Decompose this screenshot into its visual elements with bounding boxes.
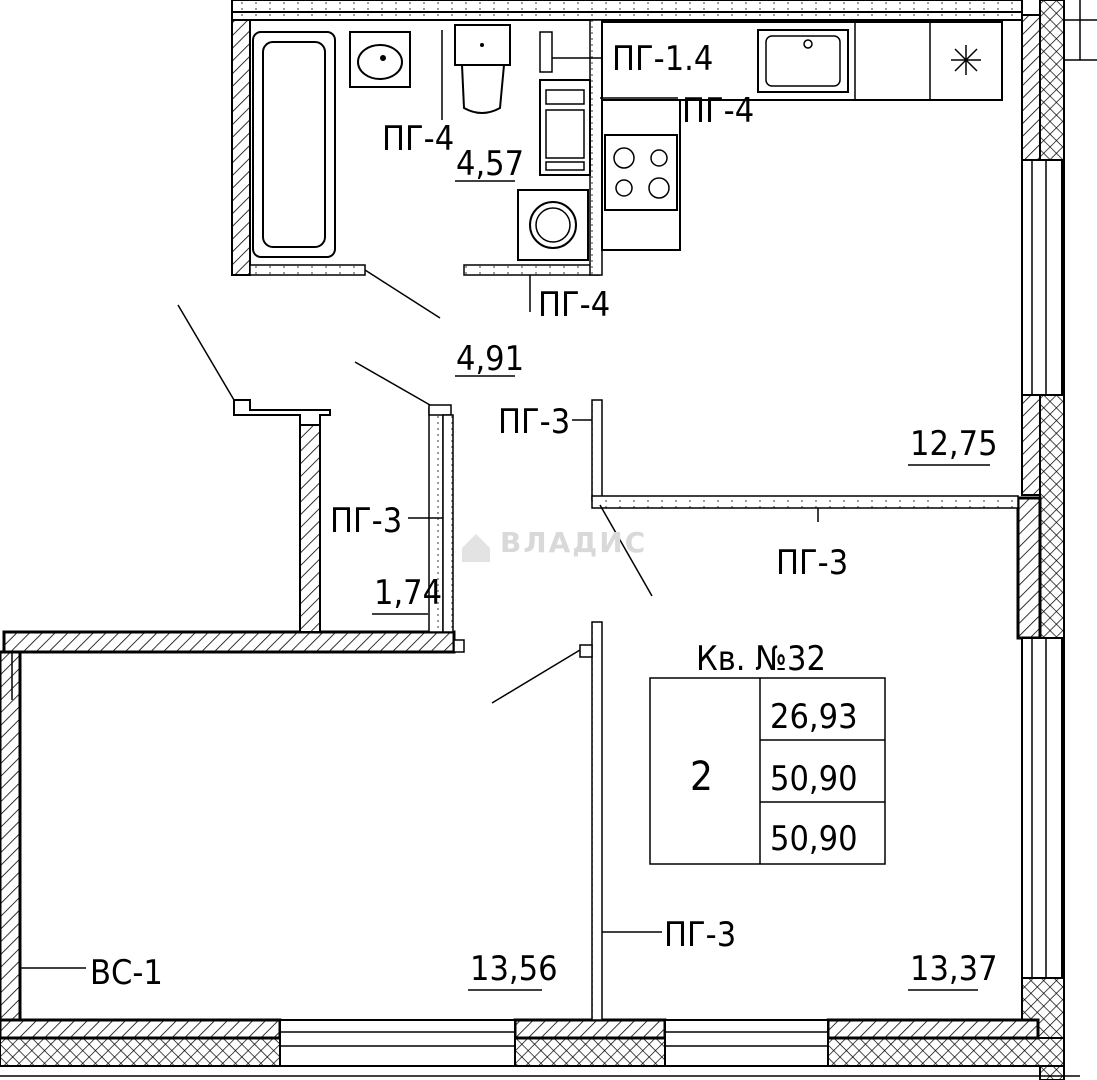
top-wall xyxy=(231,0,1023,21)
label-pg-1-4: ПГ-1.4 xyxy=(612,39,713,79)
label-pg-3-kitchen: ПГ-3 xyxy=(498,402,570,442)
toilet xyxy=(454,24,511,114)
watermark-text: ВЛАДИС xyxy=(500,526,647,559)
leader-lines xyxy=(20,30,990,991)
label-pg-3-closet: ПГ-3 xyxy=(330,501,402,541)
washbasin xyxy=(349,31,411,88)
rooms-count: 2 xyxy=(690,754,713,800)
bottom-exterior-wall xyxy=(0,1018,1080,1077)
stove xyxy=(604,134,678,211)
area-total: 50,90 xyxy=(770,759,858,799)
area-total-with-balcony: 50,90 xyxy=(770,819,858,859)
area-closet: 1,74 xyxy=(374,573,442,613)
label-pg-4-bottom: ПГ-4 xyxy=(538,285,610,325)
apartment-info-table xyxy=(649,677,886,865)
area-hall: 4,91 xyxy=(456,339,524,379)
label-pg-3-mid: ПГ-3 xyxy=(664,915,736,955)
watermark: ВЛАДИС xyxy=(462,526,647,562)
exhaust-icon xyxy=(951,45,981,75)
apartment-title: Кв. №32 xyxy=(696,639,826,679)
area-bathroom: 4,57 xyxy=(456,144,524,184)
boiler xyxy=(539,79,591,176)
left-room-walls xyxy=(0,630,465,1022)
kitchen-partitions xyxy=(591,399,1019,597)
area-kitchen: 12,75 xyxy=(910,424,998,464)
right-exterior-wall xyxy=(1016,0,1097,1080)
area-living: 26,93 xyxy=(770,697,858,737)
area-room-left: 13,56 xyxy=(470,949,558,989)
bathtub xyxy=(252,31,336,258)
label-bc-1: ВС-1 xyxy=(90,953,163,993)
label-pg-4-bath: ПГ-4 xyxy=(382,119,454,159)
label-pg-3-right: ПГ-3 xyxy=(776,543,848,583)
closet-walls xyxy=(177,304,454,633)
washing-machine xyxy=(517,189,589,261)
area-room-right: 13,37 xyxy=(910,949,998,989)
label-pg-4-kitchen: ПГ-4 xyxy=(682,91,754,131)
riser xyxy=(539,31,602,73)
kitchen-sink xyxy=(757,29,849,93)
room-divider xyxy=(491,621,603,1021)
